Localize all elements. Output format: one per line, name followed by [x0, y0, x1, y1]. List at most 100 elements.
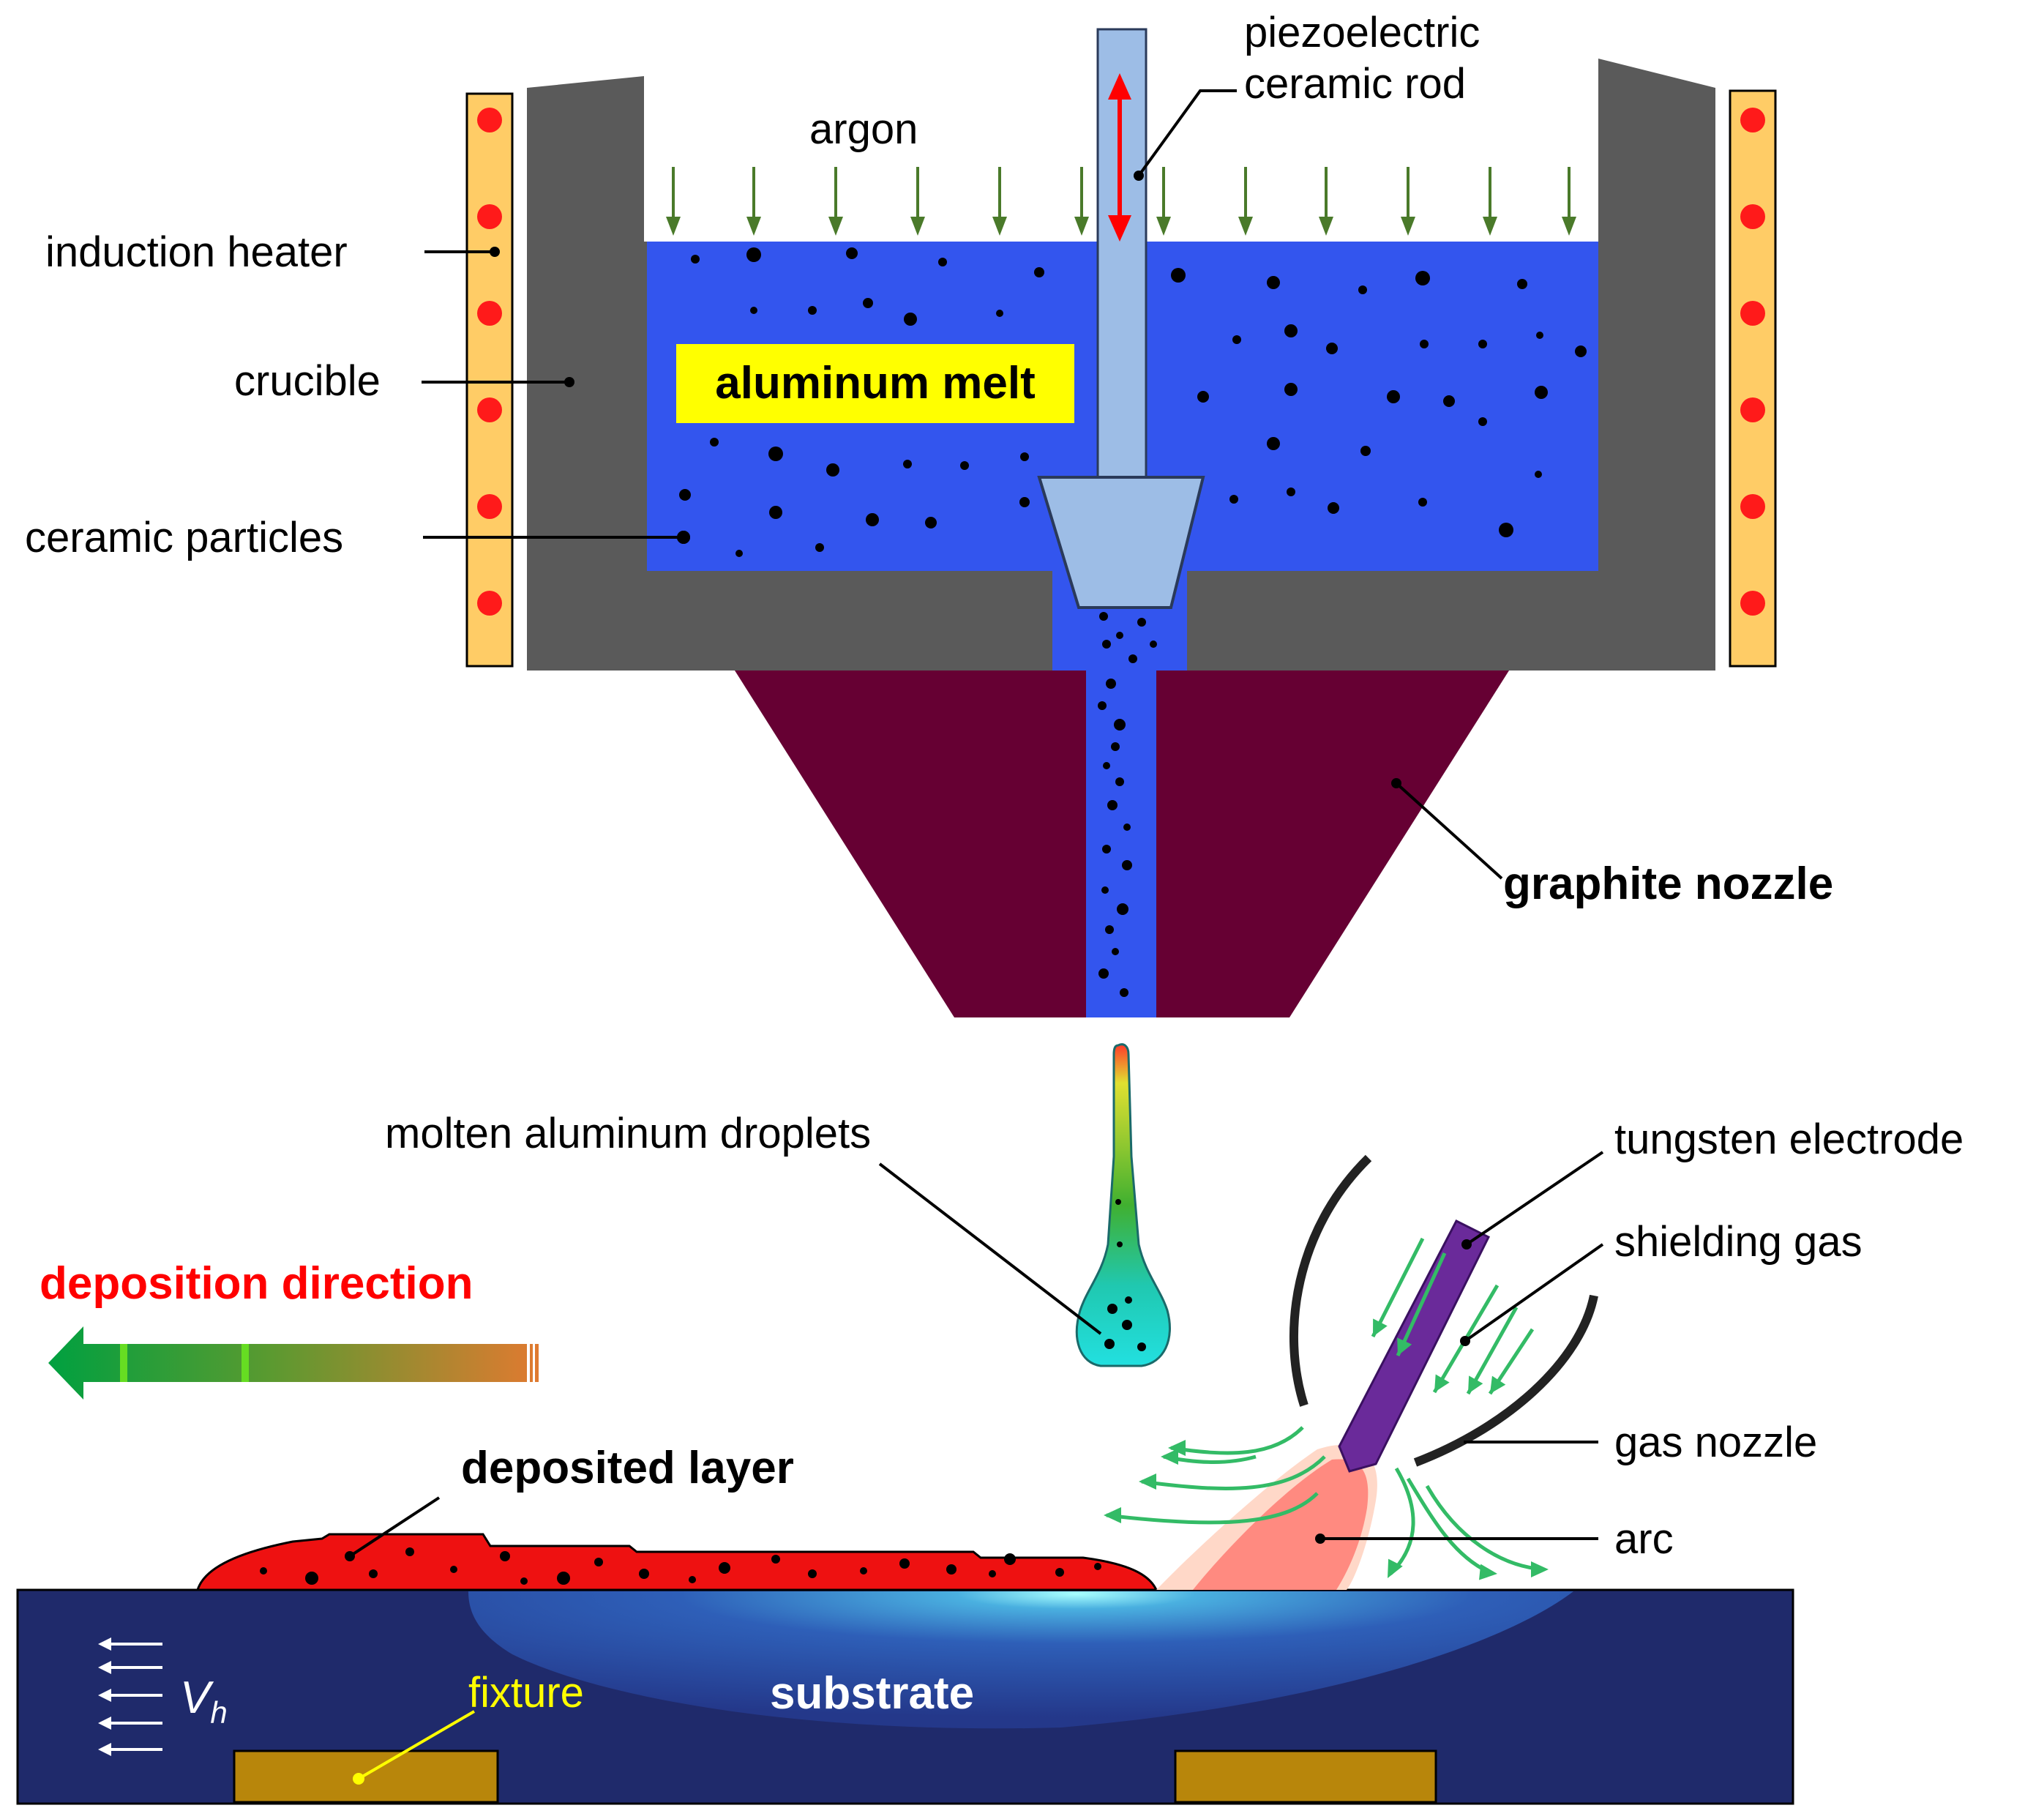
leader-lines	[345, 89, 1604, 1785]
heater-coil-dots-left	[477, 108, 502, 616]
ceramic-particle	[1197, 391, 1209, 403]
velocity-arrow-head	[98, 1689, 111, 1702]
gas-outflow-curve	[1389, 1467, 1415, 1575]
ceramic-particle	[903, 460, 912, 468]
heater-coil-dot	[1740, 591, 1765, 616]
gas-arrow-head	[1490, 1375, 1506, 1394]
gas-arrow-shaft	[1371, 1237, 1425, 1338]
layer-particle	[557, 1572, 570, 1585]
velocity-label: Vh	[180, 1673, 228, 1730]
gas-outflow-curve	[1106, 1492, 1319, 1525]
layer-particle	[719, 1562, 730, 1574]
layer-particle	[1004, 1553, 1016, 1565]
argon-arrow-head	[1483, 217, 1497, 236]
channel-particle	[1120, 988, 1128, 997]
channel-particle	[1116, 632, 1123, 639]
channel-particle	[1102, 845, 1111, 854]
argon-arrow-head	[992, 217, 1007, 236]
ceramic-particle	[808, 306, 817, 315]
arc-label: arc	[1614, 1515, 1674, 1563]
layer-particle	[689, 1576, 696, 1583]
shielding-gas-label: shielding gas	[1614, 1218, 1863, 1266]
gas-arrow-head	[1397, 1337, 1412, 1356]
channel-particle	[1107, 800, 1118, 810]
ceramic-particle	[996, 310, 1003, 317]
ceramic-particle	[1536, 332, 1543, 339]
channel-particle	[1115, 777, 1124, 786]
ceramic-particle	[1575, 346, 1587, 357]
velocity-arrow-head	[98, 1637, 111, 1651]
argon-arrow-head	[910, 217, 925, 236]
gas-arrow-head	[1468, 1375, 1483, 1394]
layer-particle	[305, 1572, 318, 1585]
ceramic-particle	[1478, 340, 1487, 348]
droplet-particle	[1104, 1339, 1115, 1349]
channel-particle	[1128, 654, 1137, 663]
vibration-arrow-icon	[1108, 73, 1131, 242]
ceramic-particle	[1420, 340, 1429, 348]
gas-outflow-head	[1104, 1507, 1121, 1523]
gas-arrow-head	[1373, 1318, 1388, 1337]
gas-outflow-curve	[1406, 1477, 1494, 1576]
layer-particle	[594, 1558, 603, 1566]
channel-particle	[1101, 886, 1109, 894]
ceramic-particle	[1517, 279, 1527, 289]
layer-particle	[899, 1558, 910, 1569]
argon-arrow-head	[1562, 217, 1576, 236]
heater-coil-dot	[477, 494, 502, 519]
gas-outflow-head	[1531, 1561, 1549, 1577]
layer-particles	[260, 1547, 1101, 1585]
ceramic-particle	[1328, 502, 1339, 514]
layer-particle	[1055, 1568, 1064, 1577]
droplet-particle	[1107, 1304, 1118, 1314]
ceramic-particles-label: ceramic particles	[25, 514, 343, 561]
ceramic-particle	[1284, 324, 1298, 337]
channel-particles	[1076, 594, 1157, 997]
ceramic-particle	[904, 313, 917, 326]
ceramic-particle	[1171, 268, 1186, 283]
ceramic-particle	[866, 513, 879, 526]
ceramic-particle	[925, 517, 937, 528]
channel-particle	[1098, 701, 1107, 710]
deposition-direction-label: deposition direction	[40, 1258, 473, 1309]
ceramic-particle	[735, 550, 743, 557]
velocity-arrow-head	[98, 1717, 111, 1730]
ceramic-particle	[1418, 498, 1427, 507]
channel-particle	[1150, 640, 1157, 648]
heater-coil-dot	[1740, 494, 1765, 519]
layer-particle	[1094, 1563, 1101, 1570]
heat-affected-zone	[468, 1591, 1573, 1729]
layer-particle	[520, 1577, 528, 1585]
argon-arrow-head	[1401, 217, 1415, 236]
gas-outflow-head	[1139, 1473, 1156, 1490]
heater-coil-dot	[477, 301, 502, 326]
argon-flow-arrows	[666, 167, 1576, 236]
gas-outflow-head	[1479, 1564, 1497, 1580]
channel-particle	[1123, 823, 1131, 831]
layer-particle	[989, 1570, 996, 1577]
aluminum-melt-label: aluminum melt	[715, 358, 1036, 408]
ceramic-particle	[815, 543, 824, 552]
heater-coil-dot	[477, 108, 502, 132]
velocity-arrow-head	[98, 1743, 111, 1756]
crucible-label: crucible	[234, 357, 381, 405]
ceramic-particle	[1020, 452, 1029, 461]
induction-heater-right	[1729, 89, 1777, 668]
argon-arrow-head	[1074, 217, 1089, 236]
ceramic-particle	[746, 247, 761, 262]
fixture-left	[233, 1749, 499, 1804]
piezo-label-line2: ceramic rod	[1244, 60, 1466, 108]
ceramic-particle	[1287, 488, 1295, 496]
argon-arrow-head	[746, 217, 761, 236]
layer-particle	[946, 1564, 957, 1575]
rod-tip	[1037, 476, 1205, 609]
graphite-nozzle-label: graphite nozzle	[1503, 859, 1833, 909]
gas-outflow-curve	[1425, 1484, 1545, 1572]
ceramic-particle	[1284, 383, 1298, 396]
channel-particle	[1105, 925, 1114, 934]
heater-coil-dots-right	[1740, 108, 1765, 616]
channel-particle	[1137, 618, 1146, 627]
ceramic-particle	[1478, 417, 1487, 426]
argon-arrow-head	[666, 217, 681, 236]
